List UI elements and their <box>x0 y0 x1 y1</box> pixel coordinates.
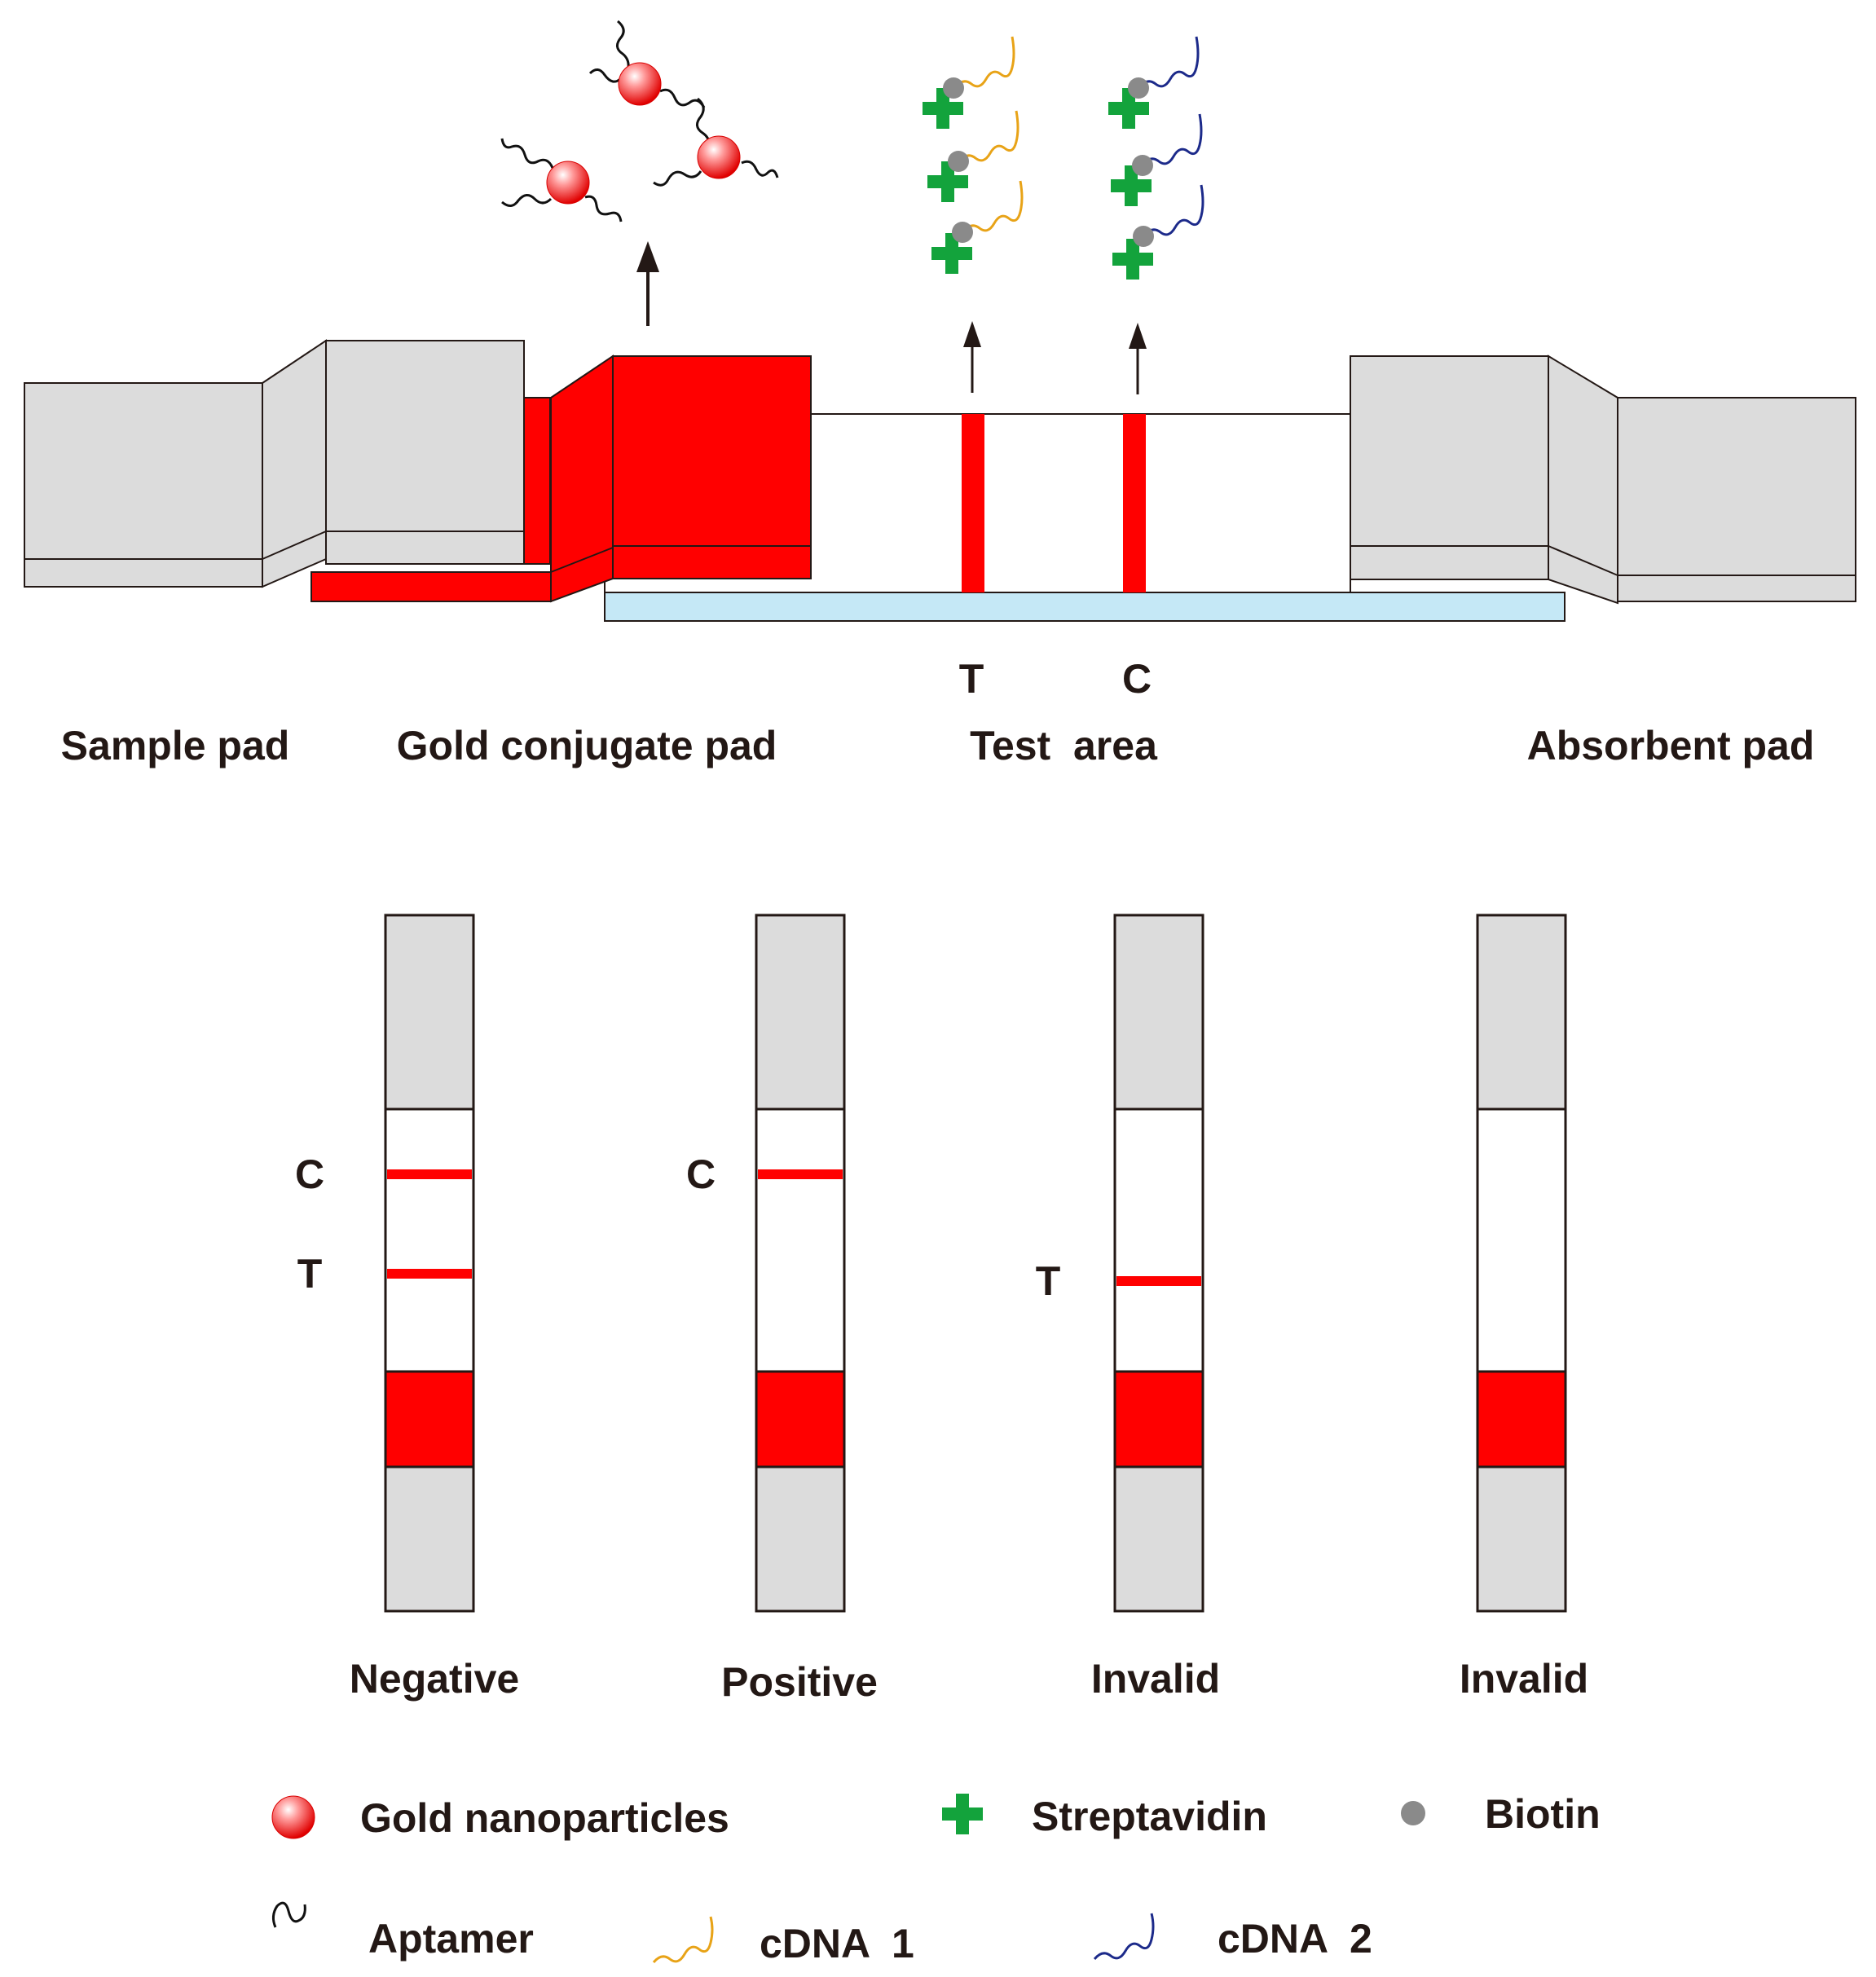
legend: Gold nanoparticles Streptavidin Biotin A… <box>271 1791 1601 1966</box>
strip-window <box>384 1107 475 1373</box>
strip-top-pad <box>1476 914 1567 1111</box>
strip-result-label: Invalid <box>1091 1656 1220 1702</box>
arrow-up-icon <box>1129 323 1147 394</box>
conjugate-pad-label: Gold conjugate pad <box>397 723 777 768</box>
strip-c-label: C <box>295 1151 324 1197</box>
result-strip: C T Negative <box>295 914 519 1702</box>
legend-gold-label: Gold nanoparticles <box>360 1795 729 1841</box>
gold-aptamer-cluster <box>500 20 779 222</box>
strip-t-label: T <box>297 1251 323 1297</box>
strip-top-pad <box>384 914 475 1111</box>
result-strip: C Positive <box>686 914 878 1705</box>
test-line-capture-probes <box>923 36 1024 274</box>
result-strips: C T Negative C Positive T Invalid Invalid <box>295 914 1588 1705</box>
cdna2-icon <box>1093 1913 1155 1960</box>
aptamer-icon <box>271 1901 306 1928</box>
legend-cdna2-label: cDNA 2 <box>1218 1916 1372 1962</box>
backing-card <box>604 592 1566 622</box>
strip-control-line <box>758 1169 843 1179</box>
strip-result-label: Positive <box>721 1659 878 1705</box>
control-line <box>1123 414 1146 592</box>
streptavidin-icon <box>942 1794 983 1834</box>
cdna1-icon <box>652 1916 714 1963</box>
biotin-icon <box>1401 1801 1425 1825</box>
legend-cdna1-label: cDNA 1 <box>760 1921 914 1966</box>
flow-arrows <box>636 241 1147 394</box>
sample-pad <box>24 339 525 588</box>
result-strip: Invalid <box>1460 914 1588 1702</box>
gold-nanoparticle-icon <box>271 1795 315 1839</box>
legend-aptamer-label: Aptamer <box>368 1916 534 1962</box>
strip-c-label: C <box>686 1151 716 1197</box>
strip-control-line <box>387 1169 472 1179</box>
test-line-label: T <box>959 656 984 702</box>
strip-conjugate-pad <box>755 1370 846 1468</box>
arrow-up-icon <box>636 241 659 326</box>
gold-nanoparticle <box>618 62 662 106</box>
strip-test-line <box>387 1269 472 1279</box>
strip-conjugate-pad <box>1476 1370 1567 1468</box>
strip-result-label: Negative <box>350 1656 519 1702</box>
test-area-label: Test area <box>970 723 1158 768</box>
legend-streptavidin-label: Streptavidin <box>1032 1794 1267 1839</box>
strip-bottom-pad <box>1476 1465 1567 1613</box>
strip-3d-view <box>24 339 1856 622</box>
strip-result-label: Invalid <box>1460 1656 1588 1702</box>
strip-bottom-pad <box>384 1465 475 1613</box>
strip-test-line <box>1116 1276 1201 1286</box>
strip-window <box>755 1107 846 1373</box>
absorbent-pad <box>1350 354 1856 605</box>
sample-pad-label: Sample pad <box>61 723 290 768</box>
strip-top-pad <box>1113 914 1204 1111</box>
gold-nanoparticle <box>697 135 741 179</box>
strip-window <box>1113 1107 1204 1373</box>
strip-bottom-pad <box>1113 1465 1204 1613</box>
gold-conjugate-pad <box>310 354 812 603</box>
absorbent-pad-label: Absorbent pad <box>1527 723 1815 768</box>
control-line-capture-probes <box>1108 36 1204 280</box>
legend-biotin-label: Biotin <box>1485 1791 1601 1837</box>
arrow-up-icon <box>963 321 981 393</box>
result-strip: T Invalid <box>1036 914 1220 1702</box>
strip-top-pad <box>755 914 846 1111</box>
strip-window <box>1476 1107 1567 1373</box>
gold-nanoparticle <box>546 161 590 205</box>
strip-bottom-pad <box>755 1465 846 1613</box>
strip-conjugate-pad <box>1113 1370 1204 1468</box>
strip-conjugate-pad <box>384 1370 475 1468</box>
test-line <box>962 414 984 592</box>
strip-t-label: T <box>1036 1258 1061 1304</box>
control-line-label: C <box>1122 656 1152 702</box>
